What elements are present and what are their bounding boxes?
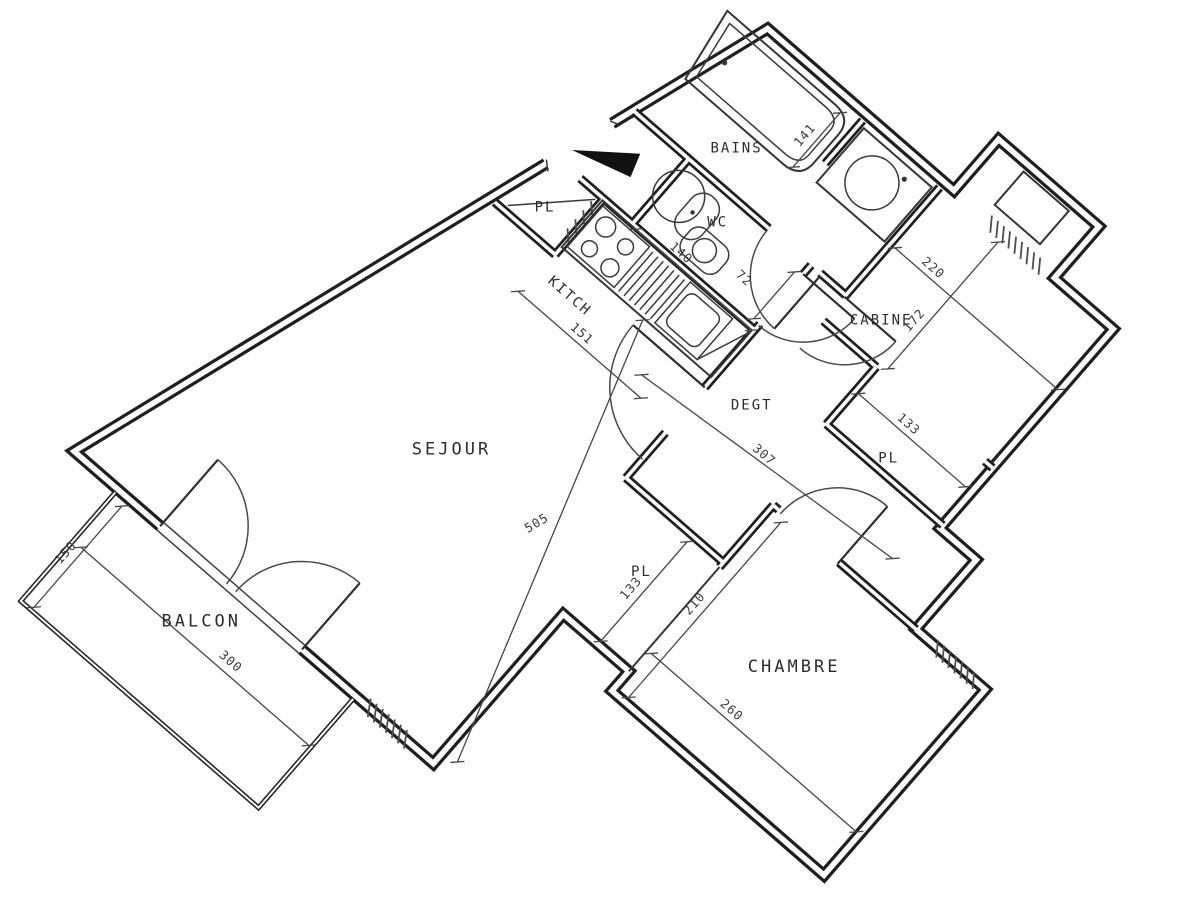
kitchen-vent-hatch [566,201,593,243]
dim-cabine-depth: 172 [900,305,928,334]
washbasin-icon [815,126,934,243]
room-label-chambre: CHAMBRE [748,657,841,677]
toilet-icon [679,226,730,276]
entrance-arrow-icon [571,150,641,178]
room-label-pl-cabine: PL [878,450,899,466]
wc-handbasin-icon [651,169,721,241]
dim-chambre-length: 260 [717,696,746,724]
room-label-sejour: SEJOUR [412,440,491,460]
dim-sejour: 505 [522,510,552,536]
dim-kitch: 151 [568,319,597,347]
chambre-window-hatch [935,640,976,690]
dimension-lines [26,111,1066,833]
cabine-window-hatch [989,215,1042,275]
dim-cabine-length: 220 [919,253,948,281]
kitchen-counter [560,198,754,379]
room-label-degt: DEGT [731,398,773,414]
dim-wc-depth: 72 [733,267,756,290]
dim-cabine-pl: 133 [894,410,923,438]
window-hatches [366,201,1042,749]
balcony-railing [17,490,355,812]
dim-chambre-depth: 210 [680,589,708,618]
interior-walls [491,108,996,672]
sink-icon [653,281,751,361]
room-label-cabine: CABINE [850,313,913,329]
balcony-door-sill [156,521,306,654]
room-label-balcon: BALCON [162,612,241,632]
dim-balcon-length: 300 [216,647,245,675]
dim-degt: 307 [750,440,779,468]
entry-closet-shelf [507,198,596,207]
sejour-window-hatch [366,698,408,749]
duct-shaft-icon [993,170,1071,246]
dim-tub: 141 [790,120,818,149]
door-swings [159,229,897,651]
entry-door-jambs [545,120,620,172]
room-label-wc: WC [707,214,728,230]
stove-icon [566,204,651,289]
room-label-pl-entry: PL [535,199,556,215]
wall-openings [154,118,618,656]
exterior-walls [64,21,1122,884]
drainboard-icon [618,251,686,320]
room-label-bains: BAINS [710,141,762,157]
room-label-kitch: KITCH [544,273,594,319]
room-label-pl-chambre: PL [631,564,652,580]
bathtub-icon [684,9,846,172]
